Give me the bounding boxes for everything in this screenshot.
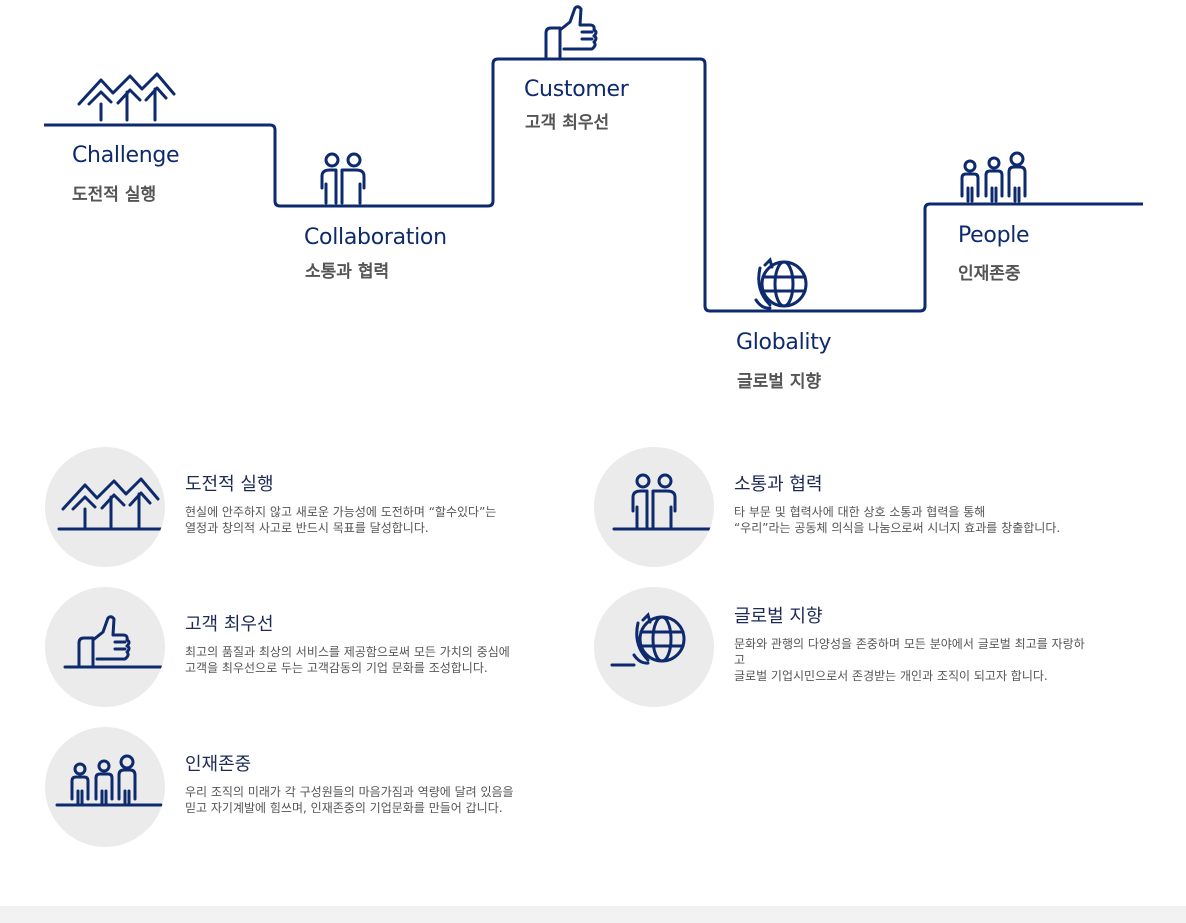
step-sublabel-collaboration: 소통과 협력 [305, 262, 390, 282]
value-title-people: 인재존중 [185, 754, 252, 775]
three-people-icon [55, 754, 163, 807]
two-people-icon [612, 473, 714, 531]
step-sublabel-globality: 글로벌 지향 [737, 372, 822, 392]
globe-icon [754, 257, 808, 310]
value-desc-collaboration: 타 부문 및 협력사에 대한 상호 소통과 협력을 통해 “우리”라는 공동체 … [734, 505, 1061, 535]
three-people-icon [960, 151, 1027, 203]
step-label-challenge: Challenge [72, 143, 180, 168]
step-label-collaboration: Collaboration [304, 225, 447, 250]
value-icon-circle [594, 447, 714, 567]
value-icon-circle [594, 587, 714, 707]
value-desc-globality: 문화와 관행의 다양성을 존중하며 모든 분야에서 글로벌 최고를 자랑하 고 … [734, 637, 1085, 683]
two-people-icon [320, 152, 366, 205]
step-label-customer: Customer [524, 77, 629, 102]
step-sublabel-people: 인재존중 [958, 264, 1021, 284]
value-icon-circle [45, 447, 165, 567]
thumbs-up-icon [544, 5, 598, 59]
value-icon-circle [45, 727, 165, 847]
thumbs-up-icon [63, 615, 163, 669]
arrows-up-icon [77, 72, 176, 122]
value-desc-challenge: 현실에 안주하지 않고 새로운 가능성에 도전하며 “할수있다”는 열정과 창의… [185, 505, 497, 535]
step-label-globality: Globality [736, 330, 832, 355]
value-title-globality: 글로벌 지향 [734, 606, 823, 627]
value-title-collaboration: 소통과 협력 [734, 474, 823, 495]
step-label-people: People [958, 223, 1030, 248]
globe-icon [610, 612, 686, 667]
value-desc-customer: 최고의 품질과 최상의 서비스를 제공함으로써 모든 가치의 중심에 고객을 최… [185, 645, 510, 675]
step-sublabel-challenge: 도전적 실행 [72, 185, 157, 205]
step-sublabel-customer: 고객 최우선 [525, 113, 610, 133]
value-title-challenge: 도전적 실행 [185, 474, 274, 495]
arrows-up-icon [57, 477, 165, 531]
value-title-customer: 고객 최우선 [185, 614, 274, 635]
step-line [44, 5, 1143, 313]
value-icon-circle [45, 587, 165, 707]
footer-bar [0, 906, 1186, 923]
value-desc-people: 우리 조직의 미래가 각 구성원들의 마음가짐과 역량에 달려 있음을 믿고 자… [185, 785, 514, 815]
